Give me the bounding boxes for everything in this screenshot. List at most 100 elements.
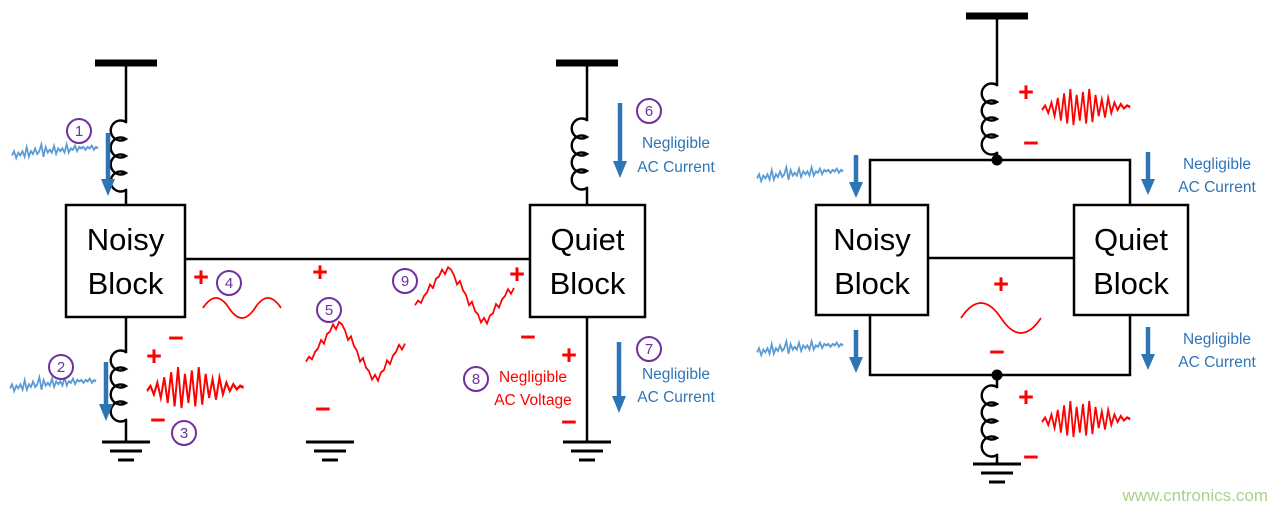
marker-circle	[463, 366, 489, 392]
marker-circle	[316, 297, 342, 323]
negligible-ac-current-label-line2: AC Current	[1178, 179, 1256, 196]
marker-circle	[171, 420, 197, 446]
minus-sign: −	[168, 323, 184, 353]
plus-sign: +	[193, 262, 209, 292]
ground-symbol	[304, 440, 356, 462]
minus-sign: −	[1023, 128, 1039, 158]
marker-number: 4	[225, 275, 233, 292]
marker-number: 1	[75, 123, 83, 140]
plus-sign: +	[561, 340, 577, 370]
marker-2: 2	[48, 354, 74, 380]
junction-node	[991, 369, 1003, 381]
minus-sign: −	[150, 405, 166, 435]
ac-current-arrow-2	[99, 362, 113, 421]
marker-circle	[48, 354, 74, 380]
blue-noise-waveform	[8, 376, 98, 393]
negligible-ac-current-label-line2: AC Current	[1178, 354, 1256, 371]
marker-3: 3	[171, 420, 197, 446]
ac-current-arrow-7	[612, 342, 626, 413]
ground-symbol	[971, 462, 1023, 484]
negligible-ac-voltage-label-line1: Negligible	[499, 369, 567, 386]
right-circuit: Noisy Block Quiet Block + − + − + − N	[755, 12, 1256, 484]
ac-current-arrow	[1141, 152, 1155, 195]
noisy-block-label-line1: Noisy	[833, 222, 911, 257]
arrow-head	[101, 179, 115, 196]
ac-current-arrow	[849, 155, 863, 198]
arrow-head	[849, 357, 863, 373]
quiet-block-box	[528, 203, 647, 319]
junction-node	[991, 154, 1003, 166]
red-noisy-sine-waveform	[414, 266, 515, 325]
blue-noise-waveform	[10, 143, 100, 160]
marker-circle	[392, 268, 418, 294]
quiet-block-label-line2: Block	[1093, 266, 1169, 301]
inductor	[980, 384, 999, 458]
arrow-head	[612, 396, 626, 413]
plus-sign: +	[312, 257, 328, 287]
quiet-block-label-line2: Block	[550, 266, 626, 301]
inductor	[980, 82, 999, 156]
minus-sign: −	[1023, 442, 1039, 472]
noisy-block-label-line2: Block	[834, 266, 910, 301]
arrow-head	[1141, 354, 1155, 370]
plus-sign: +	[509, 259, 525, 289]
arrow-head	[1141, 179, 1155, 195]
marker-1: 1	[66, 118, 92, 144]
watermark: www.cntronics.com	[1122, 486, 1268, 505]
inductor	[109, 349, 128, 423]
red-noise-burst-waveform	[145, 365, 246, 410]
marker-circle	[216, 270, 242, 296]
negligible-ac-current-label-line1: Negligible	[642, 135, 710, 152]
plus-sign: +	[1018, 382, 1034, 412]
negligible-ac-current-label-line2: AC Current	[637, 389, 715, 406]
arrow-head	[99, 404, 113, 421]
marker-circle	[636, 98, 662, 124]
marker-4: 4	[216, 270, 242, 296]
blue-noise-waveform	[755, 340, 845, 357]
arrow-head	[613, 161, 627, 178]
marker-number: 9	[401, 273, 409, 290]
plus-sign: +	[1018, 77, 1034, 107]
marker-9: 9	[392, 268, 418, 294]
red-sine-waveform	[202, 297, 282, 319]
marker-5: 5	[316, 297, 342, 323]
marker-number: 2	[57, 359, 65, 376]
minus-sign: −	[520, 322, 536, 352]
arrow-head	[849, 182, 863, 198]
wires	[124, 64, 589, 444]
minus-sign: −	[315, 394, 331, 424]
ground-symbol	[100, 440, 152, 462]
marker-7: 7	[636, 336, 662, 362]
ac-current-arrow	[849, 330, 863, 373]
marker-6: 6	[636, 98, 662, 124]
red-noise-burst-waveform	[1040, 399, 1132, 439]
marker-8: 8	[463, 366, 489, 392]
marker-circle	[636, 336, 662, 362]
ground-symbol	[561, 440, 613, 462]
plus-sign: +	[146, 341, 162, 371]
negligible-ac-current-label-line2: AC Current	[637, 159, 715, 176]
noisy-block-box	[64, 203, 187, 319]
quiet-block-box	[1072, 203, 1190, 317]
left-circuit: Noisy Block Quiet Block +	[8, 59, 715, 462]
plus-sign: +	[993, 269, 1009, 299]
marker-number: 8	[472, 371, 480, 388]
marker-number: 7	[645, 341, 653, 358]
red-sine-waveform	[960, 302, 1042, 334]
red-noisy-sine-waveform	[304, 320, 407, 382]
quiet-block-label-line1: Quiet	[1094, 222, 1168, 257]
red-noise-burst-waveform	[1040, 87, 1132, 127]
negligible-ac-current-label-line1: Negligible	[1183, 156, 1251, 173]
marker-circle	[66, 118, 92, 144]
ac-current-arrow-6	[613, 103, 627, 178]
marker-number: 6	[645, 103, 653, 120]
minus-sign: −	[989, 337, 1005, 367]
marker-number: 5	[325, 302, 333, 319]
negligible-ac-current-label-line1: Negligible	[642, 366, 710, 383]
ac-current-arrow	[1141, 327, 1155, 370]
noisy-block-box	[814, 203, 930, 317]
marker-number: 3	[180, 425, 188, 442]
negligible-ac-voltage-label-line2: AC Voltage	[494, 392, 572, 409]
